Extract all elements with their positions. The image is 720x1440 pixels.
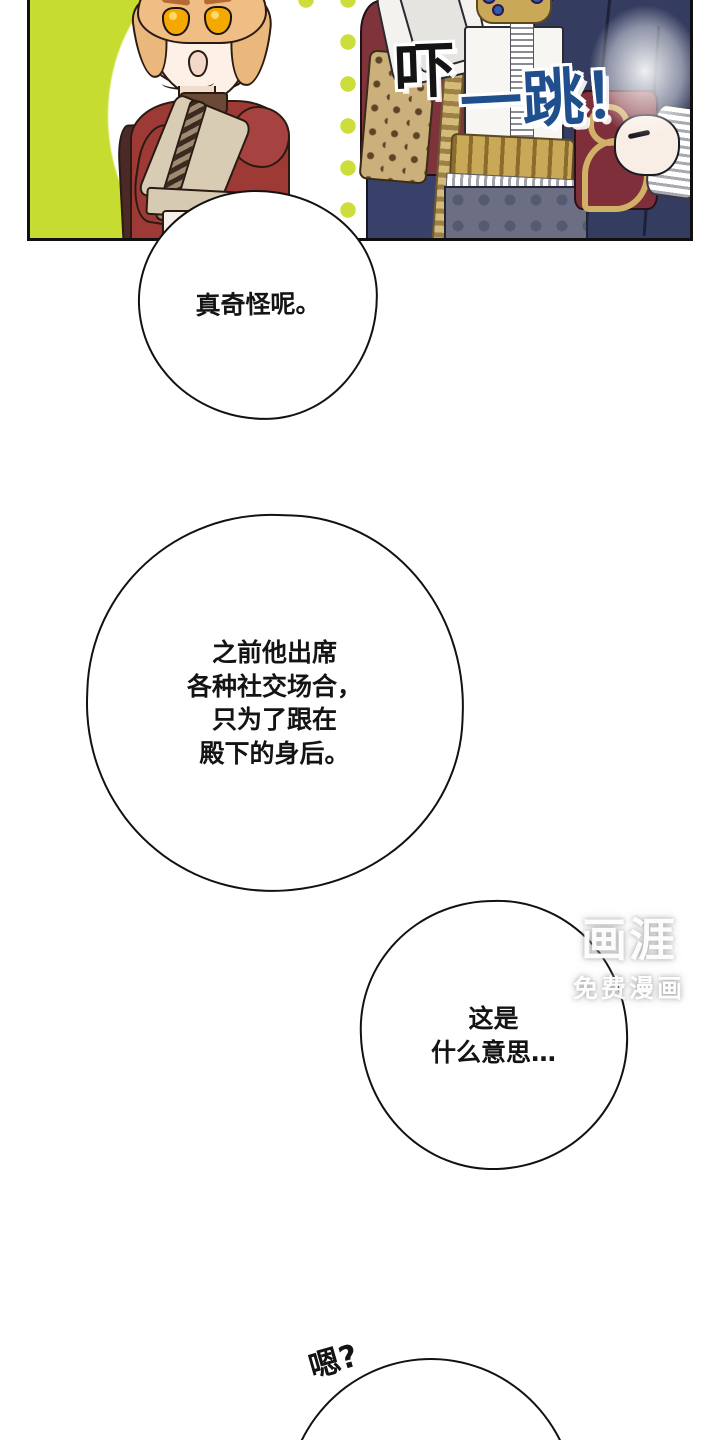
speech-bubble-1-text: 真奇怪呢。 — [195, 289, 321, 321]
sfx-text-blue: 一跳！ — [458, 57, 648, 140]
speech-bubble-3-text: 这是 什么意思… — [431, 1003, 557, 1067]
comic-panel-top: 吓 一跳！ — [27, 0, 693, 241]
character-left-page-boy — [116, 0, 318, 238]
sfx-text-black: 吓 — [393, 35, 457, 109]
sfx-glow — [590, 6, 690, 136]
panel-artwork: 吓 一跳！ — [30, 0, 690, 238]
speech-bubble-2-text: 之前他出席 各种社交场合， 只为了跟在 殿下的身后。 — [187, 637, 363, 768]
eye-left — [162, 7, 190, 36]
hair-front — [137, 0, 267, 44]
character-right-royal — [358, 0, 690, 238]
speech-bubble-3: 这是 什么意思… — [355, 895, 633, 1175]
crown-icon — [476, 0, 552, 24]
eye-right — [204, 6, 232, 35]
patterned-skirt — [444, 186, 588, 238]
speech-bubble-2: 之前他出席 各种社交场合， 只为了跟在 殿下的身后。 — [79, 507, 471, 899]
crown-gem-blue — [492, 4, 504, 16]
speech-bubble-1: 真奇怪呢。 — [136, 187, 380, 423]
sfx-text-hmm: 嗯? — [304, 1337, 362, 1386]
